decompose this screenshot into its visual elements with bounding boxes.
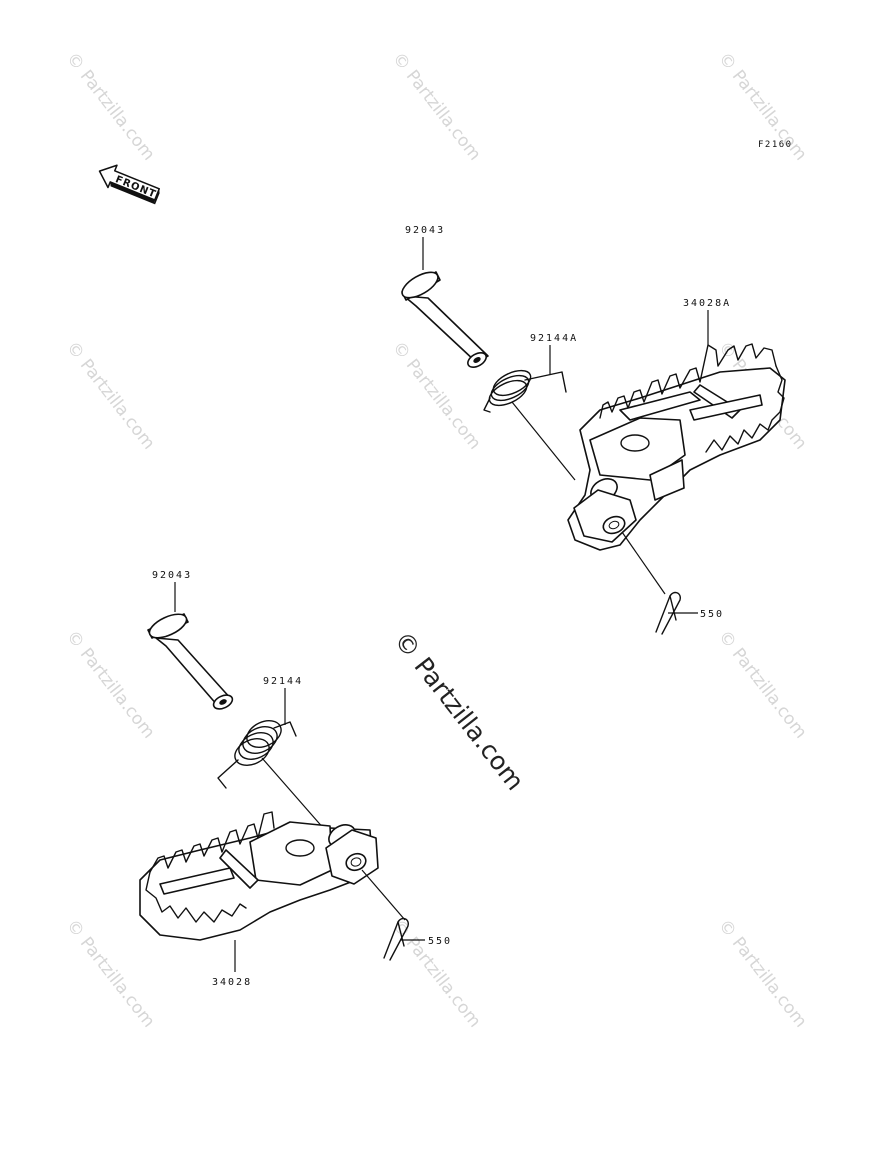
watermark-tile: © Partzilla.com xyxy=(388,49,485,165)
front-arrow-icon: FRONT xyxy=(98,164,160,205)
cotter-pin-upper xyxy=(655,591,681,635)
footpeg-upper xyxy=(567,343,786,551)
footpeg-lower xyxy=(139,811,379,941)
watermark-tile: © Partzilla.com xyxy=(62,916,159,1032)
watermark-tile: © Partzilla.com xyxy=(62,49,159,165)
callout-spring-lower: 92144 xyxy=(263,676,303,687)
callout-cotter-lower: 550 xyxy=(428,936,452,947)
return-spring-upper xyxy=(483,369,567,413)
callout-pin-upper: 92043 xyxy=(405,225,445,236)
watermark-tile: © Partzilla.com xyxy=(62,627,159,743)
watermark-tile: © Partzilla.com xyxy=(388,916,485,1032)
callout-footpeg-lower: 34028 xyxy=(212,977,252,988)
callout-cotter-upper: 550 xyxy=(700,609,724,620)
return-spring-lower xyxy=(217,720,297,789)
watermark-tile: © Partzilla.com xyxy=(714,627,811,743)
pivot-pin-upper xyxy=(401,271,489,369)
diagram-code: F2160 xyxy=(758,140,793,150)
callout-pin-lower: 92043 xyxy=(152,570,192,581)
callout-spring-upper: 92144A xyxy=(530,333,578,344)
cotter-pin-lower xyxy=(383,917,409,961)
pivot-pin-lower xyxy=(147,613,234,710)
watermark-tile: © Partzilla.com xyxy=(62,338,159,454)
callout-footpeg-upper: 34028A xyxy=(683,298,731,309)
watermark-tile: © Partzilla.com xyxy=(714,916,811,1032)
watermark-center: © Partzilla.com xyxy=(388,626,530,796)
